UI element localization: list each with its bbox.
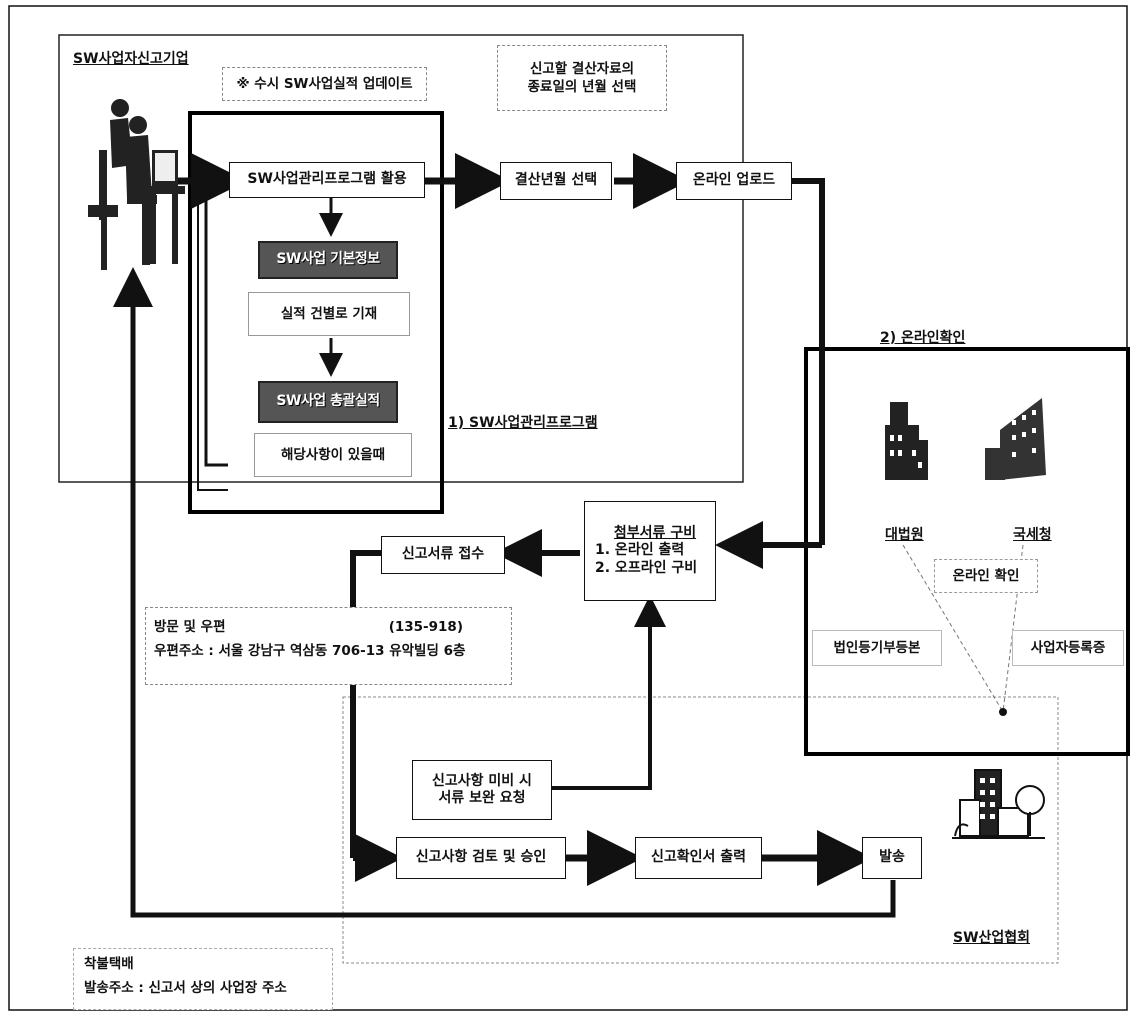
corp-registry-label: 법인등기부등본 xyxy=(812,630,942,666)
mail-info-zip: (135-918) xyxy=(389,618,463,636)
use-program-step: SW사업관리프로그램 활용 xyxy=(229,162,425,198)
attach-docs-step: 첨부서류 구비 1. 온라인 출력 2. 오프라인 구비 xyxy=(584,501,716,601)
online-check-title: 2) 온라인확인 xyxy=(880,327,965,347)
dispatch-step: 발송 xyxy=(862,837,922,879)
send-info-address: 발송주소 : 신고서 상의 사업장 주소 xyxy=(84,979,322,997)
mail-info-address: 우편주소 : 서울 강남구 역삼동 706-13 유악빌딩 6층 xyxy=(154,642,503,660)
send-info-box: 착불택배 발송주소 : 신고서 상의 사업장 주소 xyxy=(73,948,333,1010)
if-applicable-note: 해당사항이 있을때 xyxy=(254,433,412,477)
court-label: 대법원 xyxy=(885,524,924,544)
print-cert-step: 신고확인서 출력 xyxy=(635,837,762,879)
send-info-method: 착불택배 xyxy=(84,955,322,973)
mail-info-visit: 방문 및 우편 xyxy=(154,618,226,636)
update-note: ※ 수시 SW사업실적 업데이트 xyxy=(222,67,427,101)
company-region-title: SW사업자신고기업 xyxy=(73,48,189,68)
online-upload-step: 온라인 업로드 xyxy=(676,162,792,200)
online-confirm-label: 온라인 확인 xyxy=(934,559,1038,593)
select-period-note: 신고할 결산자료의 종료일의 년월 선택 xyxy=(497,45,667,111)
tax-office-building-illustration xyxy=(985,398,1046,480)
office-worker-illustration xyxy=(88,99,185,270)
select-period-step: 결산년월 선택 xyxy=(500,162,612,200)
online-check-frame xyxy=(806,349,1128,754)
court-building-illustration xyxy=(885,402,928,480)
basic-info-step: SW사업 기본정보 xyxy=(258,241,398,279)
tax-office-label: 국세청 xyxy=(1013,524,1052,544)
business-reg-label: 사업자등록증 xyxy=(1012,630,1124,666)
review-approve-step: 신고사항 검토 및 승인 xyxy=(396,837,566,879)
supplement-request-step: 신고사항 미비 시 서류 보완 요청 xyxy=(412,760,552,820)
receive-docs-step: 신고서류 접수 xyxy=(381,536,505,574)
mail-info-box: 방문 및 우편 (135-918) 우편주소 : 서울 강남구 역삼동 706-… xyxy=(145,607,512,685)
program-region-title: 1) SW사업관리프로그램 xyxy=(448,412,598,432)
record-each-note: 실적 건별로 기재 xyxy=(248,292,410,336)
association-building-illustration xyxy=(952,770,1045,838)
association-title: SW산업협회 xyxy=(953,927,1030,947)
association-region-frame xyxy=(343,697,1058,963)
total-record-step: SW사업 총괄실적 xyxy=(258,381,398,423)
